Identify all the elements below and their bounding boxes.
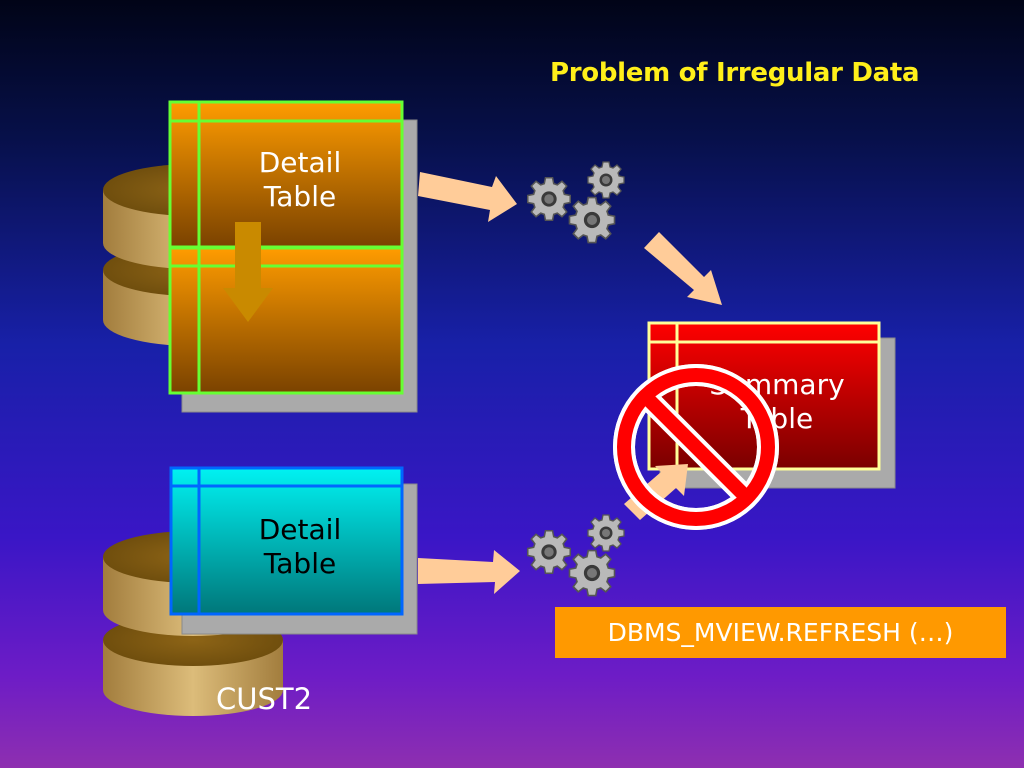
database-2-label: CUST2 [216, 682, 313, 716]
summary-table-label-line1: Summary [709, 368, 845, 401]
gears-icon [526, 514, 625, 597]
detail-table-1-label: Detail Table [220, 146, 380, 213]
detail-table-2-label-line1: Detail [258, 513, 342, 546]
refresh-command-box: DBMS_MVIEW.REFRESH (…) [555, 607, 1006, 658]
detail-table-2 [169, 466, 418, 635]
detail-table-1 [168, 100, 418, 413]
summary-table-label: Summary Table [697, 368, 857, 435]
summary-table-label-line2: Table [740, 401, 814, 435]
arrow-detail2-to-gears [418, 550, 520, 594]
arrow-detail1-to-gears [418, 172, 517, 222]
detail-table-2-label-line2: Table [263, 546, 337, 580]
detail-table-2-label: Detail Table [220, 513, 380, 580]
page-title: Problem of Irregular Data [550, 58, 920, 88]
refresh-command-text: DBMS_MVIEW.REFRESH (…) [607, 618, 954, 647]
detail-table-1-label-line2: Table [263, 179, 337, 213]
down-arrow [223, 222, 273, 322]
detail-table-1-label-line1: Detail [258, 146, 342, 179]
gears-icon [526, 161, 625, 244]
arrow-gears-to-summary [644, 232, 722, 305]
